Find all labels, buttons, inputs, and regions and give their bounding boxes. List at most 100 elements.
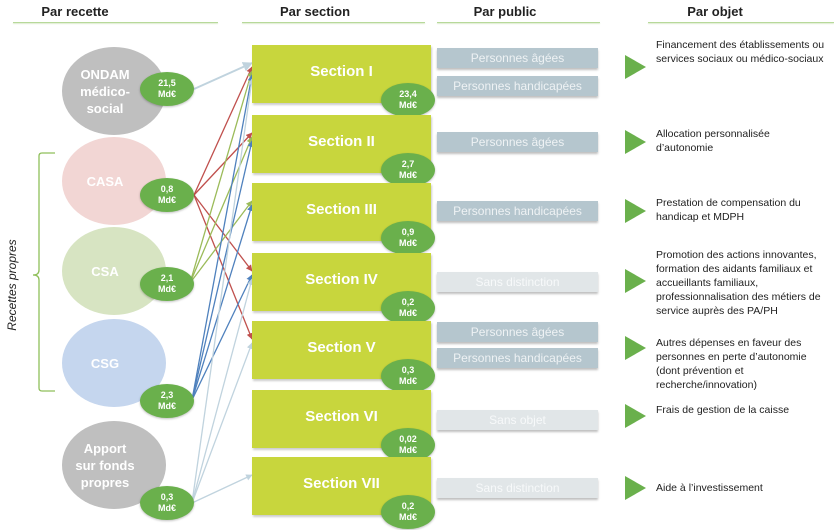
objet-line: Autres dépenses en faveur des — [656, 337, 802, 349]
amount-value: 0,2 — [401, 297, 415, 307]
flow-arrow-csg-to-section-3 — [191, 204, 254, 401]
public-tag: Sans distinction — [437, 478, 598, 498]
amount-value: 0,02 — [399, 434, 417, 444]
recette-label-line: CSA — [91, 263, 119, 279]
public-tag: Personnes âgées — [437, 132, 598, 152]
recette-label: CASA — [87, 173, 124, 190]
recette-label: CSA — [91, 263, 118, 280]
objet-line: Frais de gestion de la caisse — [656, 404, 790, 416]
section-label: Section III — [306, 200, 377, 218]
amount-unit: Md€ — [158, 401, 176, 411]
amount-value: 2,7 — [401, 159, 415, 169]
amount-value: 2,3 — [160, 390, 174, 400]
objet-line: handicap et MDPH — [656, 211, 745, 223]
objet-line: Prestation de compensation du — [656, 197, 801, 209]
objet-line: Financement des établissements ou — [656, 39, 825, 51]
amount-value: 0,2 — [401, 501, 415, 511]
recette-label-line: propres — [80, 474, 130, 490]
flow-arrow-ondam-to-section-1 — [193, 62, 253, 90]
arrow-right-icon — [625, 404, 646, 428]
section-label: Section IV — [305, 270, 378, 288]
section-box: Section VII — [252, 457, 431, 515]
recette-label-line: ONDAM — [80, 66, 130, 82]
flow-arrow-csa-to-section-1 — [189, 70, 254, 284]
arrow-right-icon — [625, 130, 646, 154]
public-tag: Personnes handicapées — [437, 76, 598, 96]
amount-unit: Md€ — [158, 89, 176, 99]
amount-unit: Md€ — [158, 503, 176, 513]
public-tag: Personnes handicapées — [437, 348, 598, 368]
recette-label-line: Apport — [83, 440, 127, 456]
objet-line: service auprès des PA/PH — [656, 305, 778, 317]
recette-label-line: médico- — [80, 83, 130, 99]
flow-arrow-apport-to-section-7 — [191, 474, 253, 504]
amount-value: 0,3 — [401, 365, 415, 375]
objet-line: d’autonomie — [656, 142, 714, 154]
amount-unit: Md€ — [399, 445, 417, 455]
amount-unit: Md€ — [399, 238, 417, 248]
public-tag: Personnes âgées — [437, 48, 598, 68]
flow-arrow-casa-to-section-1 — [193, 66, 253, 196]
public-tag: Personnes handicapées — [437, 201, 598, 221]
objet-line: services sociaux ou médico-sociaux — [656, 53, 824, 65]
recette-label-line: social — [86, 100, 124, 116]
amount-unit: Md€ — [399, 512, 417, 522]
amount-unit: Md€ — [399, 100, 417, 110]
objet-description: Aide à l’investissement — [656, 481, 834, 495]
flow-arrow-csa-to-section-2 — [189, 136, 253, 284]
objet-line: accueillants familiaux, — [656, 277, 759, 289]
objet-description: Frais de gestion de la caisse — [656, 403, 834, 417]
objet-line: Allocation personnalisée — [656, 128, 770, 140]
amount-value: 0,3 — [160, 492, 174, 502]
flow-arrow-apport-to-section-4 — [191, 278, 254, 504]
public-tag: Sans distinction — [437, 272, 598, 292]
section-label: Section VI — [305, 407, 378, 425]
flow-arrow-csg-to-section-1 — [191, 74, 255, 401]
objet-description: Allocation personnalisée d’autonomie — [656, 127, 834, 155]
amount-value: 21,5 — [158, 78, 176, 88]
section-label: Section II — [308, 132, 375, 150]
header-rule-recette — [13, 22, 218, 23]
amount-unit: Md€ — [158, 195, 176, 205]
amount-value: 23,4 — [399, 89, 417, 99]
header-rule-section — [242, 22, 425, 23]
section-box: Section II — [252, 115, 431, 173]
section-label: Section V — [307, 338, 376, 356]
flow-arrow-csg-to-section-4 — [191, 274, 253, 401]
public-tag: Personnes âgées — [437, 322, 598, 342]
section-label: Section I — [310, 62, 373, 80]
arrow-right-icon — [625, 199, 646, 223]
objet-line: (dont prévention et — [656, 365, 744, 377]
arrow-right-icon — [625, 269, 646, 293]
header-rule-objet — [648, 22, 834, 23]
amount-unit: Md€ — [158, 284, 176, 294]
header-rule-public — [437, 22, 600, 23]
objet-description: Financement des établissements ou service… — [656, 38, 834, 66]
header-par-section: Par section — [279, 4, 351, 19]
flow-arrow-csg-to-section-2 — [191, 140, 254, 401]
arrow-right-icon — [625, 476, 646, 500]
header-par-recette: Par recette — [41, 4, 109, 19]
public-tag: Sans objet — [437, 410, 598, 430]
section-label: Section VII — [303, 474, 380, 492]
objet-line: recherche/innovation) — [656, 379, 757, 391]
amount-unit: Md€ — [399, 170, 417, 180]
recette-label-line: CSG — [90, 355, 120, 371]
header-par-objet: Par objet — [687, 4, 743, 19]
flow-arrow-apport-to-section-1 — [191, 78, 255, 504]
